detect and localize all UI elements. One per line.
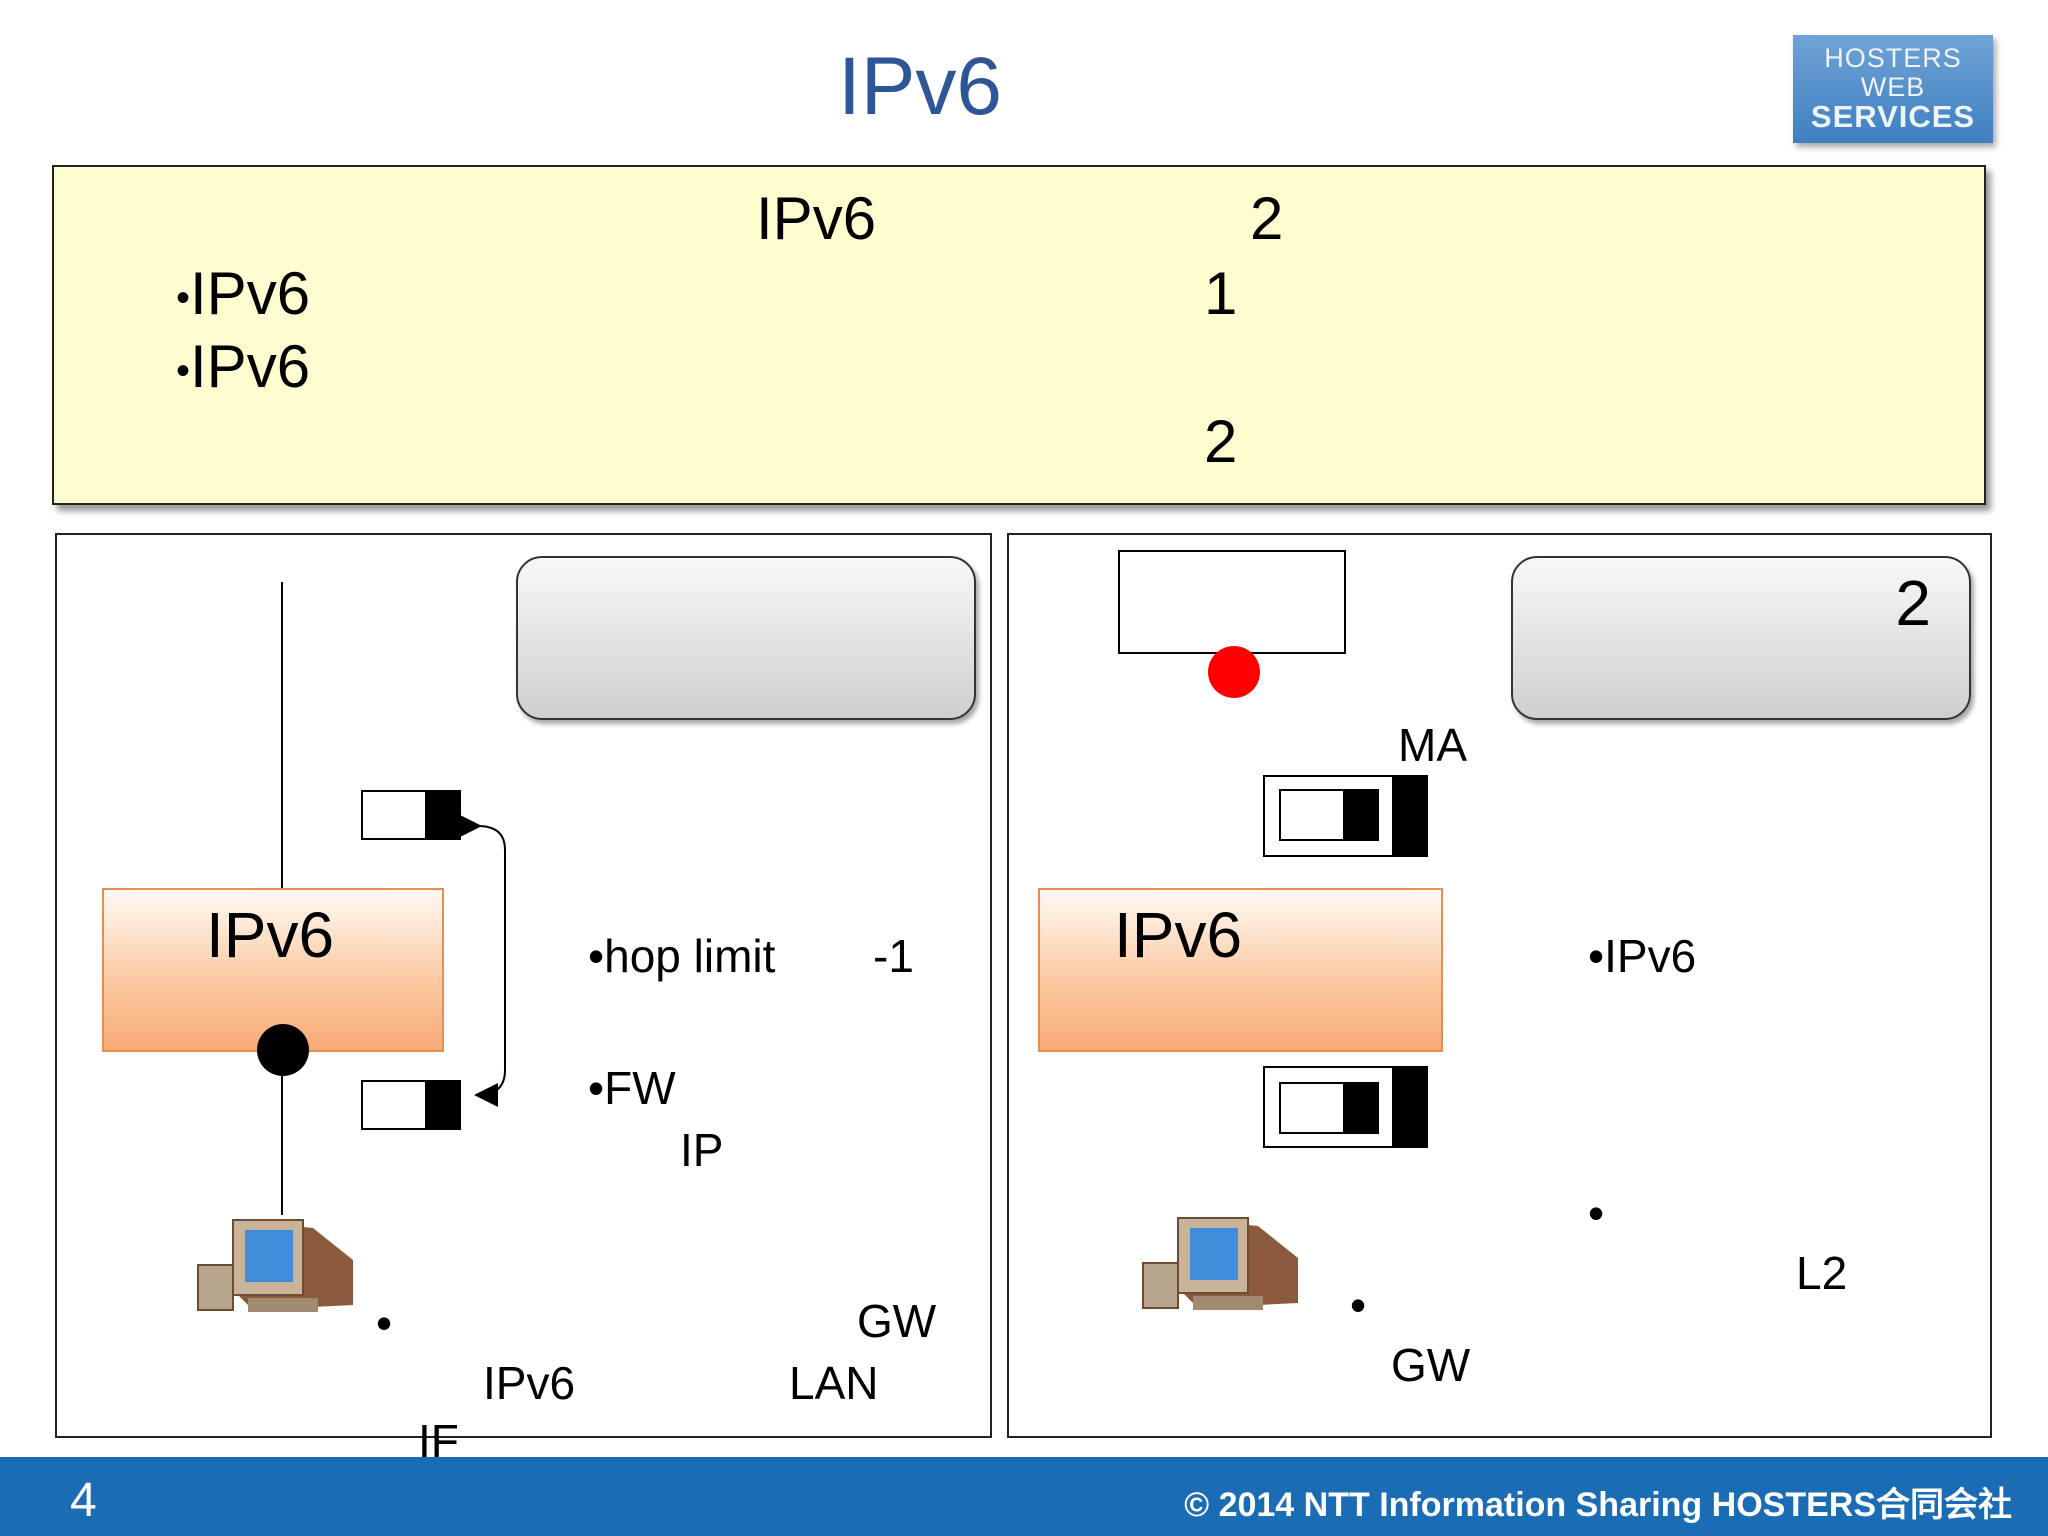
slide-title: IPv6 [837, 41, 1003, 132]
bullet-dot: • [176, 276, 191, 321]
computer-icon [193, 1210, 369, 1320]
right-ipv6-bullet: •IPv6 [1588, 930, 1697, 982]
bullet-1-num: 1 [1204, 260, 1238, 327]
hop-limit-bullet: •hop limit [588, 930, 776, 982]
computer-icon-right [1138, 1208, 1314, 1318]
logo-line-3: SERVICES [1810, 99, 1976, 135]
left-interface-dot [257, 1024, 309, 1076]
summary-box: IPv6 2 •IPv6 1 •IPv6 2 [52, 165, 1986, 505]
mac-label: MA [1398, 719, 1467, 771]
logo-line-1: HOSTERS [1824, 43, 1962, 74]
bullet-dot: • [176, 349, 191, 394]
bullet-1-term: IPv6 [190, 260, 311, 327]
left-note-ipv6: IPv6 [483, 1357, 576, 1409]
summary-heading-term: IPv6 [756, 185, 877, 252]
right-callout: 2 [1511, 556, 1971, 720]
fw-ip-text: IP [680, 1124, 724, 1176]
port-icon-bottom [361, 1080, 461, 1130]
left-note-lan: LAN [789, 1357, 879, 1409]
upstream-device-box [1118, 550, 1346, 654]
hop-limit-value: -1 [873, 930, 914, 982]
left-bracket-arrow [457, 813, 506, 1107]
bullet-2-num: 2 [1204, 408, 1238, 475]
right-callout-num: 2 [1895, 567, 1931, 639]
bullet-1: •IPv6 [176, 264, 310, 324]
left-note-bullet: • [376, 1297, 393, 1349]
summary-heading-num: 2 [1250, 185, 1284, 252]
right-note-bullet-2: • [1350, 1279, 1367, 1331]
bullet-2-term: IPv6 [190, 333, 311, 400]
right-note-gw: GW [1391, 1339, 1471, 1391]
l2-switch-top [1263, 775, 1428, 857]
copyright-text: © 2014 NTT Information Sharing HOSTERS合同… [1184, 1486, 2012, 1524]
right-router-box: IPv6 [1038, 888, 1443, 1052]
left-router-label: IPv6 [206, 899, 335, 971]
right-router-label: IPv6 [1114, 899, 1243, 971]
red-interface-dot [1208, 646, 1260, 698]
logo-line-2: WEB [1860, 71, 1926, 102]
port-icon-top [361, 790, 461, 840]
left-callout [516, 556, 976, 720]
left-note-gw: GW [857, 1295, 937, 1347]
right-note-l2: L2 [1796, 1247, 1848, 1299]
l2-switch-bottom [1263, 1066, 1428, 1148]
page-number: 4 [70, 1474, 97, 1527]
bullet-2: •IPv6 [176, 337, 310, 397]
fw-bullet: •FW [588, 1062, 676, 1114]
left-note-if: IF [418, 1415, 459, 1467]
hosters-logo: HOSTERS WEB SERVICES [1793, 35, 1993, 143]
right-note-bullet-1: • [1588, 1187, 1605, 1239]
footer-bar: 4 © 2014 NTT Information Sharing HOSTERS… [0, 1457, 2048, 1536]
